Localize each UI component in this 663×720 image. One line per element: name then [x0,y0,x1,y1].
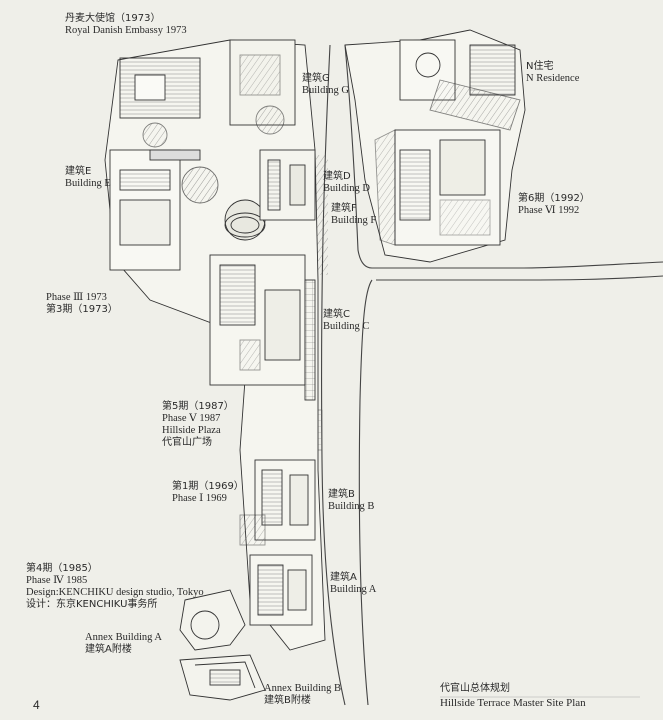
label-cn: 第1期（1969） [172,481,244,492]
label-en: Phase Ⅳ 1985 [26,575,88,586]
label-en: Building A [330,584,377,595]
label-design-credit: Design:KENCHIKU design studio, Tokyo 设计：… [26,587,204,611]
label-cn: 第3期（1973） [46,304,118,315]
label-cn: 第4期（1985） [26,563,98,574]
label-cn: 建筑F [331,203,357,214]
page-number: 4 [33,698,40,712]
label-cn: 代官山广场 [162,437,212,448]
label-hillside-plaza: Hillside Plaza 代官山广场 [162,425,221,449]
label-en: Royal Danish Embassy 1973 [65,25,187,36]
label-en: Building E [65,178,111,189]
west-block [104,39,326,701]
label-en: Building C [323,321,370,332]
label-building-a: 建筑A Building A [330,572,376,596]
label-n-residence: N住宅 N Residence [526,61,579,85]
label-cn: 建筑G [302,73,330,84]
label-cn: 丹麦大使馆（1973） [65,13,161,24]
label-cn: 建筑A [330,572,357,583]
label-building-c: 建筑C Building C [323,309,369,333]
label-cn: 建筑E [65,166,92,177]
label-annex-building-b: Annex Building B 建筑B附楼 [264,683,341,707]
label-phase-vi: 第6期（1992） Phase Ⅵ 1992 [518,193,590,217]
label-en: Phase Ⅲ 1973 [46,292,107,303]
label-en: Building B [328,501,375,512]
label-en: Phase Ⅴ 1987 [162,413,221,424]
label-en: Design:KENCHIKU design studio, Tokyo [26,587,204,598]
label-en: Phase Ⅰ 1969 [172,493,227,504]
label-cn: 建筑C [323,309,350,320]
label-en: Building D [323,183,370,194]
label-en: Annex Building B [264,683,342,694]
plan-title-en: Hillside Terrace Master Site Plan [440,697,586,709]
label-building-e: 建筑E Building E [65,166,111,190]
label-en: Hillside Plaza [162,425,221,436]
label-cn: 设计：东京KENCHIKU事务所 [26,599,158,610]
label-cn: 第6期（1992） [518,193,590,204]
label-annex-building-a: Annex Building A 建筑A附楼 [85,632,162,656]
label-phase-v: 第5期（1987） Phase Ⅴ 1987 [162,401,234,425]
label-building-b: 建筑B Building B [328,489,374,513]
label-phase-iii: Phase Ⅲ 1973 第3期（1973） [46,292,118,316]
plan-title: 代官山总体规划 Hillside Terrace Master Site Pla… [440,682,586,710]
label-en: Building F [331,215,377,226]
street-crossing-strip [316,155,328,275]
label-en: Phase Ⅵ 1992 [518,205,580,216]
label-building-d: 建筑D Building D [323,171,370,195]
plan-title-cn: 代官山总体规划 [440,683,510,694]
east-block [344,29,526,263]
label-cn: N住宅 [526,61,554,72]
label-cn: 建筑B附楼 [264,695,311,706]
label-en: Annex Building A [85,632,163,643]
label-cn: 建筑A附楼 [85,644,132,655]
label-en: N Residence [526,73,580,84]
label-building-g: 建筑G Building G [302,73,349,97]
label-royal-danish-embassy: 丹麦大使馆（1973） Royal Danish Embassy 1973 [65,13,187,37]
label-phase-i: 第1期（1969） Phase Ⅰ 1969 [172,481,244,505]
label-cn: 第5期（1987） [162,401,234,412]
label-phase-iv: 第4期（1985） Phase Ⅳ 1985 [26,563,98,587]
label-cn: 建筑B [328,489,355,500]
label-building-f: 建筑F Building F [331,203,376,227]
label-cn: 建筑D [323,171,351,182]
label-en: Building G [302,85,349,96]
